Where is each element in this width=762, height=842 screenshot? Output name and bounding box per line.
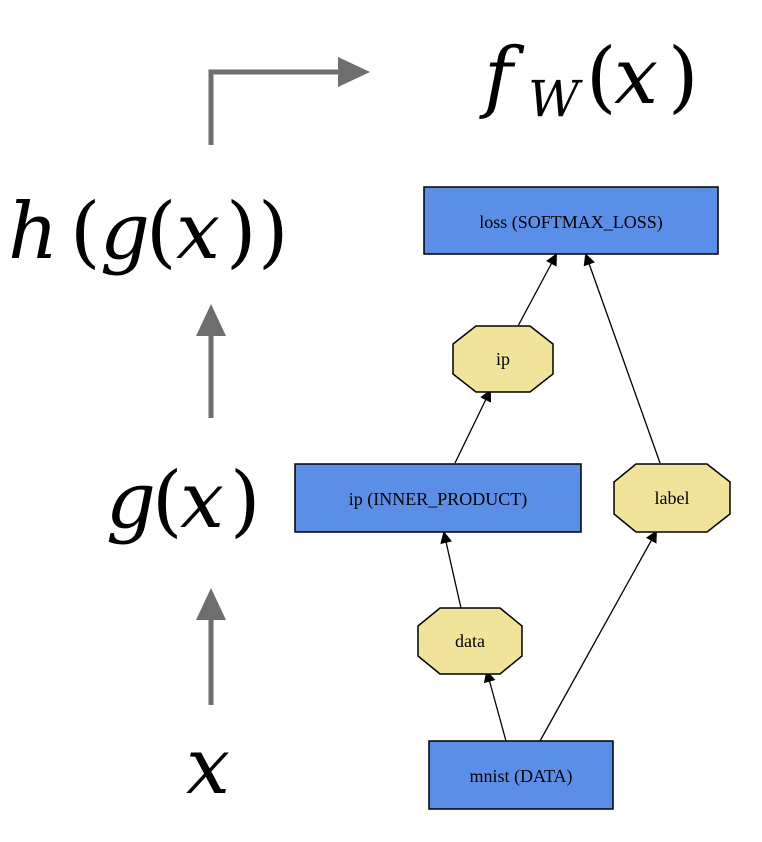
svg-text:ip: ip <box>496 349 510 369</box>
blob-node-ip: ip <box>452 325 554 393</box>
svg-text:g: g <box>106 456 156 546</box>
math-output-label: f W ( x ) <box>479 32 698 128</box>
svg-text:): ) <box>230 456 260 546</box>
svg-text:g: g <box>100 187 150 277</box>
math-g-of-x-label: g ( x ) <box>106 456 260 546</box>
layer-node-mnist: mnist (DATA) <box>428 740 614 810</box>
svg-text:mnist (DATA): mnist (DATA) <box>469 766 572 787</box>
edge-ip-blob-to-loss <box>517 253 557 327</box>
math-h-of-g-label: h ( g ( x ) ) <box>8 187 288 277</box>
svg-text:): ) <box>226 187 256 277</box>
svg-text:loss (SOFTMAX_LOSS): loss (SOFTMAX_LOSS) <box>479 212 663 233</box>
edge-mnist-to-data <box>483 670 507 742</box>
graph-edges <box>440 253 661 742</box>
svg-text:): ) <box>258 187 288 277</box>
svg-text:label: label <box>655 488 690 508</box>
math-x-label: x <box>186 722 230 812</box>
svg-text:data: data <box>455 631 485 651</box>
edge-ip-layer-to-ip-blob <box>454 389 492 464</box>
svg-text:(: ( <box>152 456 182 546</box>
svg-text:f: f <box>479 32 525 122</box>
svg-text:ip (INNER_PRODUCT): ip (INNER_PRODUCT) <box>349 489 528 510</box>
svg-text:): ) <box>668 32 698 122</box>
svg-text:x: x <box>180 456 224 546</box>
svg-text:x: x <box>176 187 220 277</box>
svg-text:(: ( <box>70 187 100 277</box>
flow-arrow-x-to-g <box>196 588 226 705</box>
flow-arrow-g-to-h <box>196 304 226 418</box>
layer-node-loss: loss (SOFTMAX_LOSS) <box>423 186 719 255</box>
edge-label-to-loss <box>583 253 661 464</box>
svg-text:x: x <box>614 32 658 122</box>
blob-node-data: data <box>417 607 523 675</box>
svg-text:h: h <box>8 187 58 277</box>
blob-node-label: label <box>613 463 731 533</box>
edge-data-to-ip-layer <box>440 531 462 609</box>
layer-node-ip: ip (INNER_PRODUCT) <box>294 463 582 533</box>
flow-arrow-h-to-output <box>208 57 370 145</box>
svg-text:(: ( <box>586 32 616 122</box>
svg-text:(: ( <box>146 187 176 277</box>
edge-mnist-to-label <box>539 530 657 742</box>
svg-text:x: x <box>186 722 230 812</box>
svg-text:W: W <box>528 70 583 128</box>
